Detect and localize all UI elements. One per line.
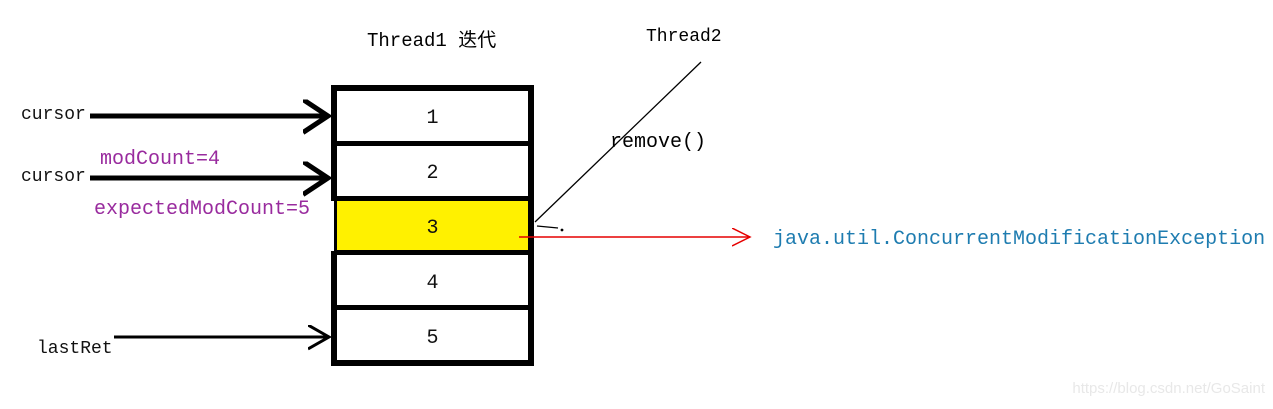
remove-method-label: remove(): [610, 131, 707, 154]
expectedmodcount-label: expectedModCount=5: [94, 198, 311, 221]
modcount-label: modCount=4: [100, 148, 221, 171]
hand-drawn-border-notch: [329, 201, 336, 251]
thread2-arrowhead-dot: [560, 228, 564, 232]
array-cell-3-highlighted: 3: [337, 200, 528, 256]
array-cell-5: 5: [337, 310, 528, 360]
array-cell-2: 2: [337, 145, 528, 201]
array-stack: 1 2 3 4 5: [331, 85, 534, 366]
thread2-title: Thread2: [646, 27, 722, 47]
thread1-title: Thread1 迭代: [367, 30, 497, 52]
exception-label: java.util.ConcurrentModificationExceptio…: [773, 228, 1266, 251]
thread2-arrowhead-dash: [536, 225, 559, 229]
cursor-label-2: cursor: [21, 167, 86, 187]
cursor-label-1: cursor: [21, 105, 86, 125]
array-cell-4: 4: [337, 255, 528, 311]
watermark: https://blog.csdn.net/GoSaint: [1072, 380, 1265, 397]
lastret-label: lastRet: [37, 339, 113, 359]
array-cell-1: 1: [337, 91, 528, 146]
